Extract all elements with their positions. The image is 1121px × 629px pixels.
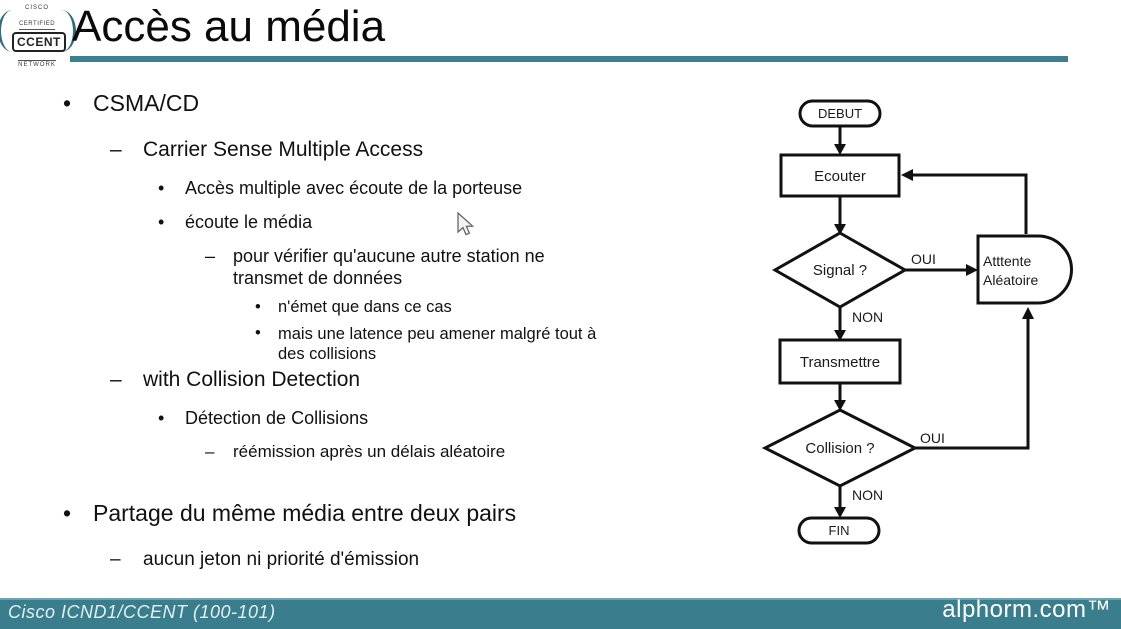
bullet-text: Détection de Collisions — [185, 408, 369, 428]
edge-attente-ecouter — [908, 173, 1028, 234]
node-signal-label: Signal ? — [813, 262, 867, 279]
node-attente-label-line2: Aléatoire — [983, 272, 1038, 288]
logo-network-text: NETWORK — [18, 60, 56, 68]
bullet-carrier-sense: –Carrier Sense Multiple Access — [110, 138, 423, 162]
bullet-text: aucun jeton ni priorité d'émission — [143, 549, 420, 570]
csma-cd-flowchart: DEBUT Ecouter Signal ? OUI NON Atttente … — [761, 99, 1073, 545]
bullet-pour-verifier: –pour vérifier qu'aucune autre station n… — [205, 246, 675, 290]
bullet-marker: • — [158, 408, 165, 428]
ccent-logo: CISCO CERTIFIED CCENT NETWORK — [0, 3, 76, 68]
dash-marker: – — [110, 368, 122, 391]
logo-ccent-text: CCENT — [12, 32, 66, 52]
arrowhead-down-icon — [834, 224, 846, 235]
bullet-marker: • — [255, 324, 261, 342]
node-ecouter-label: Ecouter — [814, 168, 866, 185]
logo-right-arc — [47, 10, 76, 52]
bullet-reemission: –réémission après un délais aléatoire — [205, 442, 505, 462]
bullet-csma-cd: • CSMA/CD — [63, 90, 199, 117]
dash-marker: – — [205, 246, 216, 266]
bullet-collision-detection: –with Collision Detection — [110, 368, 360, 392]
arrowhead-left-icon — [901, 169, 913, 181]
node-ecouter — [779, 153, 901, 198]
node-fin-label: FIN — [829, 523, 850, 538]
bullet-acces-multiple: • Accès multiple avec écoute de la porteu… — [158, 178, 522, 199]
bullet-text: with Collision Detection — [143, 368, 361, 391]
arrowhead-up-icon — [1022, 307, 1034, 319]
footer-brand: alphorm.com™ — [942, 596, 1111, 623]
bullet-latence: • mais une latence peu amener malgré tout… — [255, 324, 735, 364]
arrowhead-down-icon — [834, 507, 846, 518]
node-transmettre — [778, 338, 902, 385]
bullet-text: Carrier Sense Multiple Access — [143, 138, 424, 161]
dash-marker: – — [110, 138, 122, 161]
bullet-detection-collisions: • Détection de Collisions — [158, 408, 368, 429]
bullet-text: n'émet que dans ce cas — [278, 298, 452, 316]
bullet-ecoute-media: • écoute le média — [158, 212, 312, 233]
logo-cisco-text: CISCO — [24, 5, 49, 11]
node-signal — [771, 231, 909, 309]
label-collision-oui: OUI — [920, 430, 945, 446]
bullet-text: écoute le média — [185, 212, 313, 232]
bullet-text: mais une latence peu amener malgré tout … — [278, 325, 597, 364]
label-signal-non: NON — [852, 309, 883, 325]
node-transmettre-label: Transmettre — [800, 354, 880, 371]
bullet-marker: • — [158, 178, 165, 198]
logo-certified-text: CERTIFIED — [18, 21, 56, 30]
bullet-marker: • — [63, 90, 72, 116]
node-debut — [798, 99, 882, 128]
bullet-n-emet: • n'émet que dans ce cas — [255, 298, 452, 317]
logo-left-arc — [0, 10, 27, 52]
bullet-text: Accès multiple avec écoute de la porteus… — [185, 178, 523, 198]
bullet-marker: • — [255, 298, 261, 316]
page-title: Accès au média — [72, 2, 386, 51]
bullet-text: CSMA/CD — [93, 90, 200, 116]
node-collision — [761, 408, 919, 488]
node-debut-label: DEBUT — [818, 106, 862, 121]
bullet-marker: • — [63, 500, 72, 526]
bullet-text: Partage du même média entre deux pairs — [93, 500, 517, 526]
dash-marker: – — [110, 549, 121, 570]
label-signal-oui: OUI — [911, 251, 936, 267]
node-collision-label: Collision ? — [805, 440, 874, 457]
arrowhead-down-icon — [834, 144, 846, 155]
node-attente-aleatoire — [976, 234, 1073, 305]
footer-course-title: Cisco ICND1/CCENT (100-101) — [8, 602, 276, 622]
arrowhead-down-icon — [834, 330, 846, 341]
dash-marker: – — [205, 442, 215, 461]
label-collision-non: NON — [852, 487, 883, 503]
edge-collision-attente — [915, 317, 1030, 450]
node-fin — [797, 516, 881, 545]
mouse-cursor-icon — [457, 212, 475, 236]
bullet-text: pour vérifier qu'aucune autre station ne… — [233, 246, 545, 288]
footer-bar — [0, 598, 1121, 629]
bullet-partage-media: • Partage du même média entre deux pairs — [63, 500, 516, 527]
bullet-aucun-jeton: – aucun jeton ni priorité d'émission — [110, 549, 419, 571]
arrowhead-right-icon — [966, 264, 978, 276]
title-underline — [70, 56, 1068, 62]
arrowhead-down-icon — [834, 400, 846, 411]
node-attente-label-line1: Atttente — [983, 253, 1031, 269]
bullet-text: réémission après un délais aléatoire — [233, 442, 506, 461]
bullet-marker: • — [158, 212, 165, 232]
